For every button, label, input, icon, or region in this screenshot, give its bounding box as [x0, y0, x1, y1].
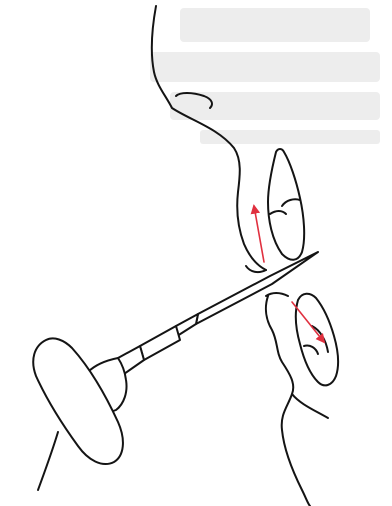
show-through-background [150, 8, 380, 144]
handpiece-cable [38, 432, 58, 490]
lower-lip-fold [266, 293, 288, 296]
jaw-line [292, 394, 328, 418]
ghost-block-2 [150, 52, 380, 82]
upper-tooth [268, 149, 304, 260]
handpiece-neck [140, 326, 180, 360]
ghost-block-1 [180, 8, 370, 42]
lower-tooth [296, 294, 338, 386]
upper-arrow [254, 206, 264, 262]
